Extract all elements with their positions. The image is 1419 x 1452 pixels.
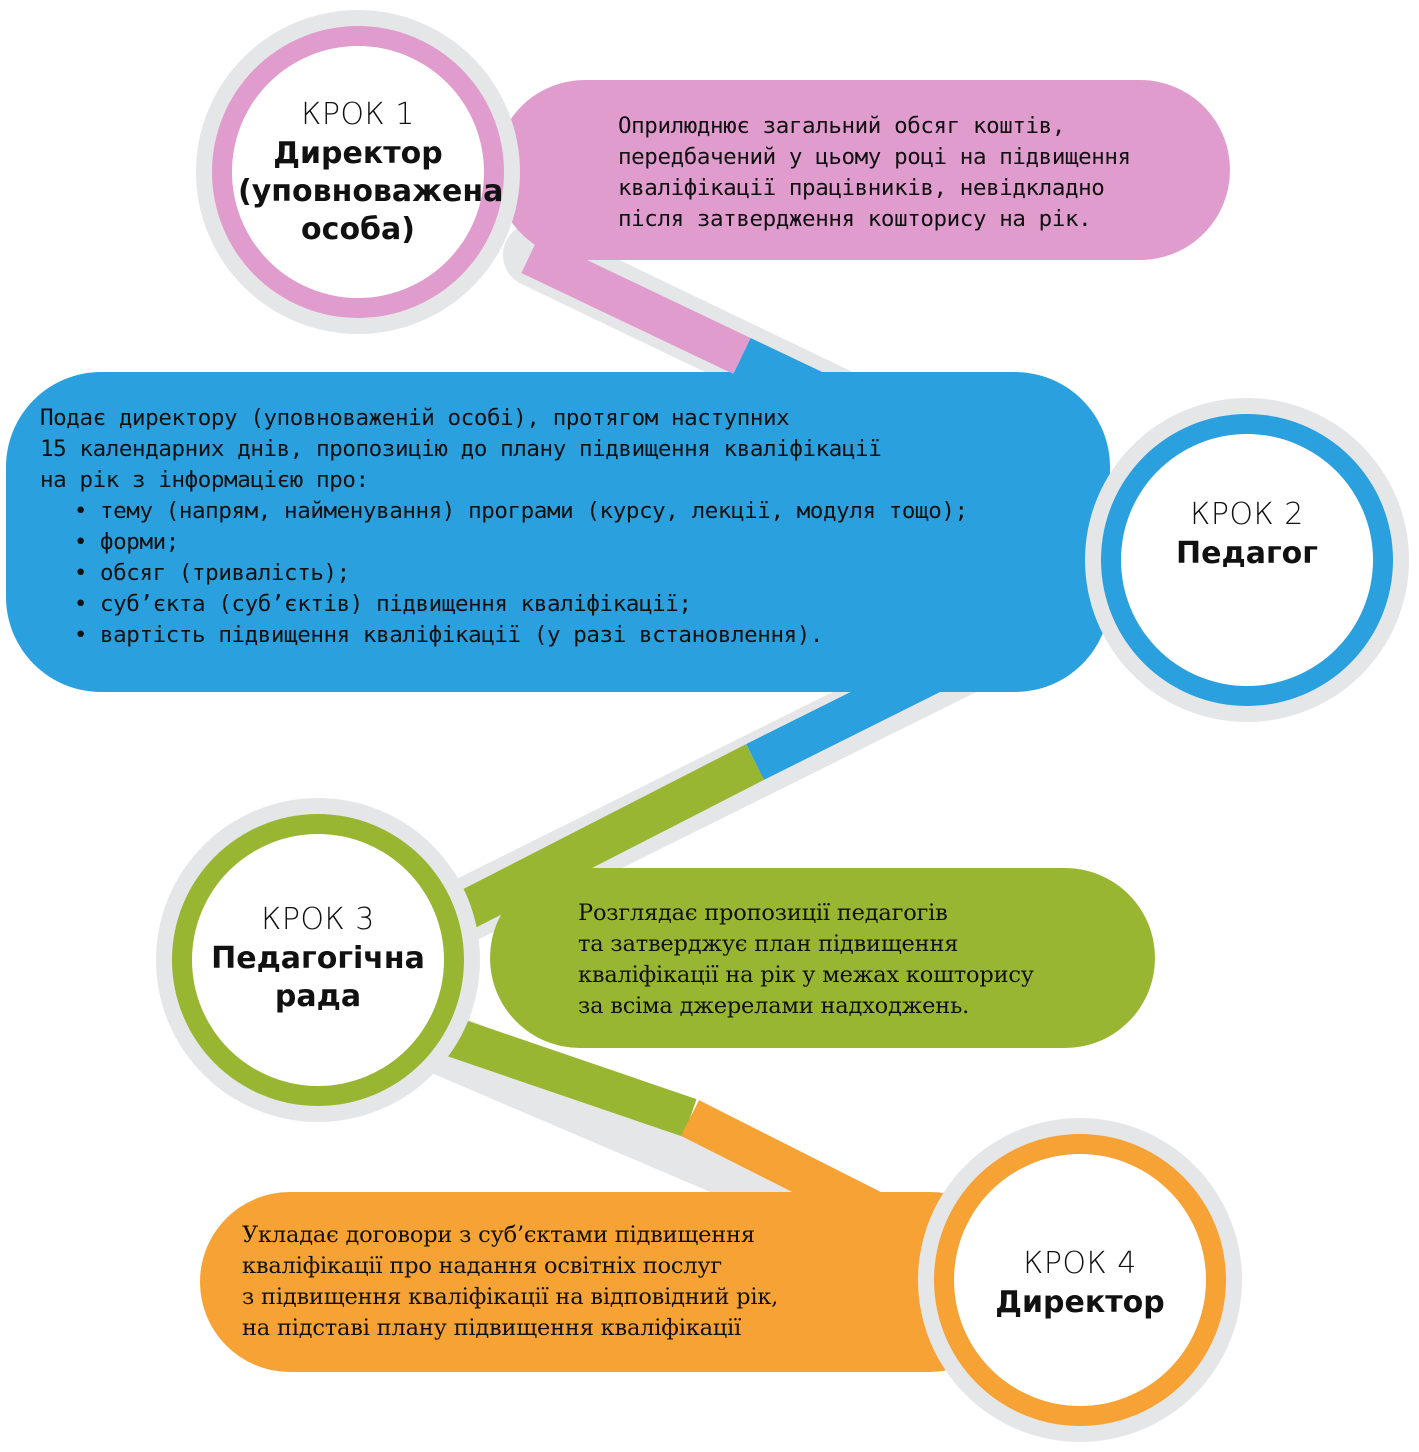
step1-description: Оприлюднює загальний обсяг коштів, перед… (618, 111, 1208, 235)
step3-description: Розглядає пропозиції педагогів та затвер… (578, 898, 1138, 1022)
list-item: вартість підвищення кваліфікації (у разі… (74, 620, 1050, 651)
step1-role: особа) (301, 212, 415, 247)
desc-line: Розглядає пропозиції педагогів (578, 900, 948, 926)
step3-node (156, 798, 480, 1122)
desc-line: кваліфікації на рік у межах кошторису (578, 962, 1034, 988)
step1-role: (уповноважена (238, 174, 504, 209)
step3-number: КРОК 3 (261, 902, 375, 937)
desc-line: кваліфікації про надання освітніх послуг (242, 1253, 723, 1279)
step2-role: Педагог (1176, 536, 1318, 571)
step4-pill (200, 1192, 1020, 1372)
desc-line: Оприлюднює загальний обсяг коштів, (618, 113, 1065, 139)
step1-pill (495, 80, 1230, 260)
step1-node (196, 10, 520, 334)
desc-line: передбачений у цьому році на підвищення (618, 144, 1131, 170)
step2-label: КРОК 2 Педагог (1127, 495, 1367, 573)
desc-line: за всіма джерелами надходжень. (578, 993, 970, 1019)
list-item: тему (напрям, найменування) програми (ку… (74, 496, 1050, 527)
step3-label: КРОК 3 Педагогічна рада (198, 900, 438, 1016)
step3-role: рада (274, 979, 362, 1014)
desc-line: кваліфікації працівників, невідкладно (618, 175, 1105, 201)
step4-role: Директор (995, 1285, 1165, 1320)
step4-description: Укладає договори з суб’єктами підвищення… (242, 1220, 882, 1344)
step4-number: КРОК 4 (1023, 1246, 1137, 1281)
desc-line: на рік з інформацією про: (40, 467, 369, 493)
step3-pill (490, 868, 1155, 1048)
desc-line: з підвищення кваліфікації на відповідний… (242, 1284, 779, 1310)
desc-line: 15 календарних днів, пропозицію до плану… (40, 436, 882, 462)
desc-line: Подає директору (уповноваженій особі), п… (40, 405, 790, 431)
step1-label: КРОК 1 Директор (уповноважена особа) (238, 95, 504, 249)
step2-node (1085, 398, 1409, 722)
step3-role: Педагогічна (211, 941, 425, 976)
step1-number: КРОК 1 (301, 97, 415, 132)
desc-line: після затвердження кошторису на рік. (618, 206, 1092, 232)
step1-role: Директор (273, 136, 443, 171)
list-item: обсяг (тривалість); (74, 558, 1050, 589)
step4-label: КРОК 4 Директор (960, 1244, 1200, 1322)
proposal-info-list: тему (напрям, найменування) програми (ку… (40, 496, 1050, 651)
desc-line: Укладає договори з суб’єктами підвищення (242, 1222, 755, 1248)
desc-line: та затверджує план підвищення (578, 931, 959, 957)
step2-description: Подає директору (уповноваженій особі), п… (40, 403, 1050, 651)
list-item: суб’єкта (суб’єктів) підвищення кваліфік… (74, 589, 1050, 620)
list-item: форми; (74, 527, 1050, 558)
step2-number: КРОК 2 (1190, 497, 1304, 532)
desc-line: на підставі плану підвищення кваліфікаці… (242, 1315, 742, 1341)
step4-node (918, 1118, 1242, 1442)
